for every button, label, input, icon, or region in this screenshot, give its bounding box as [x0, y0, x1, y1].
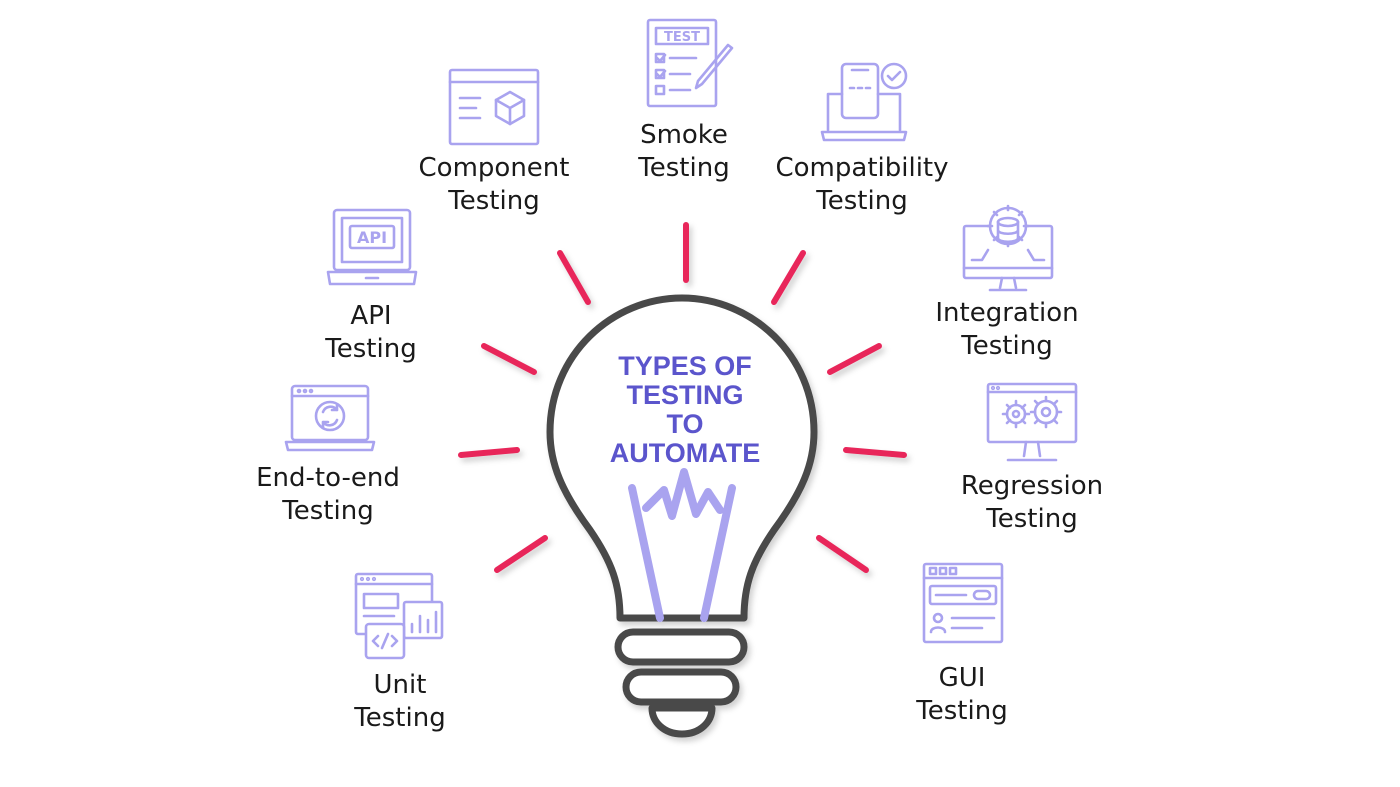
monitor-gears-icon [986, 382, 1078, 462]
ray [557, 250, 591, 305]
browser-cube-icon [448, 68, 540, 146]
bulb-base-ring [622, 668, 740, 706]
label-component-testing: Component Testing [404, 152, 584, 218]
icon-text: API [357, 228, 387, 247]
label-line: Testing [354, 703, 446, 733]
ray [494, 535, 548, 573]
label-unit-testing: Unit Testing [330, 669, 470, 735]
label-line: Regression [960, 471, 1104, 501]
bulb-base-tip [648, 704, 716, 738]
ray [816, 535, 869, 573]
ray [843, 447, 907, 458]
icon-text: TEST [664, 30, 700, 45]
label-line: Testing [916, 696, 1008, 726]
bulb-base-ring [614, 628, 748, 666]
label-line: Testing [448, 186, 540, 216]
label-integration-testing: Integration Testing [922, 297, 1092, 363]
device-check-icon [820, 62, 908, 142]
label-line: Compatibility [775, 153, 949, 183]
label-line: Testing [638, 153, 730, 183]
monitor-database-icon [962, 204, 1054, 292]
label-line: Testing [282, 496, 374, 526]
laptop-api-icon: API [326, 208, 418, 286]
label-line: GUI [938, 663, 986, 693]
label-line: Smoke [640, 120, 728, 150]
title-line: TYPES OF [618, 351, 752, 381]
ray [771, 250, 806, 305]
title-line: AUTOMATE [609, 438, 761, 468]
label-line: Testing [816, 186, 908, 216]
label-gui-testing: GUI Testing [892, 662, 1032, 728]
title-line: TESTING [626, 380, 744, 410]
ray [481, 343, 537, 375]
label-line: Testing [325, 334, 417, 364]
bulb-outline [546, 294, 818, 738]
label-line: Unit [373, 670, 427, 700]
label-end-to-end-testing: End-to-end Testing [240, 462, 416, 528]
test-sheet-icon: TEST [646, 18, 734, 108]
ray [827, 343, 882, 375]
filament [628, 468, 736, 622]
code-window-icon [354, 572, 444, 660]
label-regression-testing: Regression Testing [944, 470, 1120, 536]
label-api-testing: API Testing [296, 300, 446, 366]
label-line: Integration [935, 298, 1079, 328]
label-line: API [350, 301, 392, 331]
light-rays [458, 222, 907, 573]
center-title: TYPES OF TESTING TO AUTOMATE [560, 352, 810, 468]
label-smoke-testing: Smoke Testing [604, 119, 764, 185]
gui-window-icon [922, 562, 1004, 644]
laptop-sync-icon [284, 384, 376, 452]
ray [458, 447, 520, 458]
label-line: Testing [961, 331, 1053, 361]
label-compatibility-testing: Compatibility Testing [762, 152, 962, 218]
title-line: TO [666, 409, 704, 439]
label-line: Testing [986, 504, 1078, 534]
label-line: Component [418, 153, 570, 183]
label-line: End-to-end [256, 463, 400, 493]
